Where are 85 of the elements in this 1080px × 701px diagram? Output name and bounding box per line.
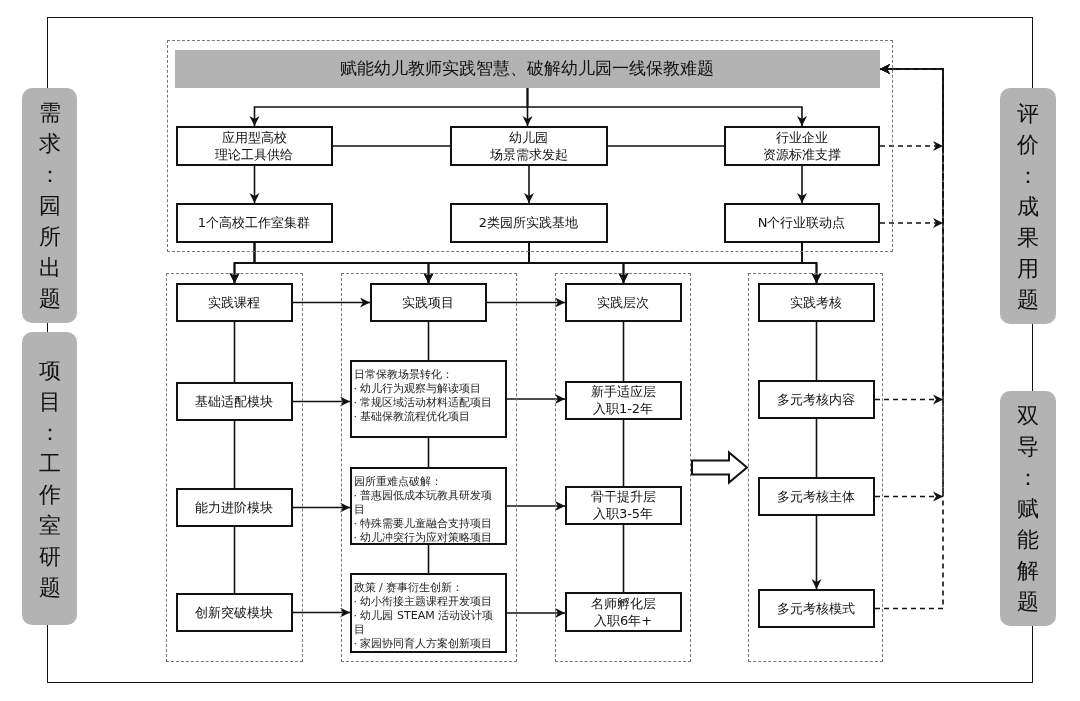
arrow bbox=[797, 165, 807, 204]
connector-line bbox=[233, 321, 236, 383]
connector-line bbox=[332, 145, 451, 147]
connector-line bbox=[622, 321, 625, 382]
label-line: 新手适应层 bbox=[590, 383, 656, 400]
label-line: 应用型高校 bbox=[221, 128, 287, 146]
process-box bbox=[564, 485, 682, 525]
label-line: 资源标准支撑 bbox=[762, 145, 841, 163]
connector-line bbox=[427, 321, 430, 361]
process-box: 2类园所实践基地 bbox=[449, 202, 608, 243]
list-heading: 园所重难点破解： bbox=[353, 474, 443, 489]
dashed-arrow bbox=[874, 64, 944, 610]
project-box bbox=[349, 466, 507, 545]
dashed-group bbox=[166, 273, 303, 662]
list-item: · 幼儿冲突行为应对策略项目 bbox=[353, 530, 494, 545]
arrow bbox=[811, 515, 822, 590]
list-item: · 幼小衔接主题课程开发项目 bbox=[353, 594, 494, 609]
list-item: · 基础保教流程优化项目 bbox=[353, 409, 472, 424]
process-box bbox=[449, 125, 608, 166]
side-tab: 需求：园所出题 bbox=[22, 88, 77, 323]
connector-line bbox=[427, 544, 430, 574]
block-arrow bbox=[691, 450, 749, 485]
process-box: N个行业联动点 bbox=[723, 202, 880, 243]
arrow bbox=[486, 297, 566, 308]
arrow bbox=[292, 502, 351, 513]
arrow bbox=[249, 165, 260, 204]
side-tab: 项目：工作室研题 bbox=[22, 332, 77, 625]
process-box: 实践课程 bbox=[175, 282, 293, 322]
label-line: 入职1-2年 bbox=[592, 400, 654, 417]
process-box bbox=[564, 591, 682, 632]
list-item: · 幼儿园 STEAM 活动设计项目 bbox=[353, 608, 495, 637]
list-item: · 特殊需要儿童融合支持项目 bbox=[353, 516, 494, 531]
arrow bbox=[801, 242, 822, 284]
dashed-group bbox=[341, 273, 517, 662]
label-line: 场景需求发起 bbox=[489, 145, 568, 163]
label-line: 入职3-5年 bbox=[592, 505, 654, 522]
connector-line bbox=[815, 418, 818, 478]
process-box: 多元考核模式 bbox=[757, 588, 875, 628]
title-banner: 赋能幼儿教师实践智慧、破解幼儿园一线保教难题 bbox=[174, 49, 880, 88]
project-box bbox=[349, 359, 507, 438]
project-box bbox=[349, 572, 507, 653]
process-box: 实践项目 bbox=[369, 282, 487, 322]
label-line: 骨干提升层 bbox=[590, 488, 656, 505]
arrow bbox=[526, 87, 807, 127]
connector-line bbox=[815, 321, 818, 381]
arrow bbox=[292, 396, 351, 407]
arrow bbox=[506, 501, 566, 511]
process-box: 实践考核 bbox=[757, 282, 875, 322]
dashed-group bbox=[748, 273, 883, 662]
side-tab: 评价：成果用题 bbox=[1000, 88, 1056, 324]
process-box: 基础适配模块 bbox=[175, 381, 293, 421]
list-item: · 幼儿行为观察与解读项目 bbox=[353, 381, 483, 396]
process-box: 多元考核主体 bbox=[757, 476, 875, 516]
list-heading: 日常保教场景转化： bbox=[353, 367, 454, 382]
list-item: · 普惠园低成本玩教具研发项目 bbox=[353, 488, 494, 517]
arrow bbox=[524, 165, 534, 204]
process-box bbox=[175, 125, 333, 166]
label-line: 名师孵化层 bbox=[590, 594, 656, 612]
list-item: · 常规区域活动材料适配项目 bbox=[353, 395, 494, 410]
connector-line bbox=[427, 437, 430, 468]
side-tab: 双导：赋能解题 bbox=[1000, 391, 1056, 626]
label-line: 行业企业 bbox=[775, 128, 828, 146]
dashed-group bbox=[555, 273, 691, 662]
connector-line bbox=[233, 420, 236, 489]
arrow bbox=[292, 297, 371, 308]
list-item: · 家园协同育人方案创新项目 bbox=[353, 636, 494, 651]
label-line: 入职6年+ bbox=[593, 611, 653, 629]
list-heading: 政策 / 赛事衍生创新： bbox=[353, 580, 465, 595]
process-box bbox=[564, 380, 682, 420]
connector-line bbox=[233, 526, 236, 594]
process-box bbox=[723, 125, 880, 166]
process-box: 创新突破模块 bbox=[175, 592, 293, 632]
arrow bbox=[292, 607, 351, 618]
arrow bbox=[506, 608, 566, 618]
dashed-group bbox=[167, 40, 893, 252]
process-box: 1个高校工作室集群 bbox=[175, 202, 333, 243]
label-line: 幼儿园 bbox=[509, 128, 548, 146]
connector-line bbox=[607, 145, 725, 147]
label-line: 理论工具供给 bbox=[215, 145, 293, 163]
process-box: 多元考核内容 bbox=[757, 379, 875, 419]
connector-line bbox=[622, 524, 625, 593]
process-box: 实践层次 bbox=[564, 282, 682, 322]
arrow bbox=[506, 394, 566, 404]
process-box: 能力进阶模块 bbox=[175, 487, 293, 527]
connector-line bbox=[622, 419, 625, 487]
